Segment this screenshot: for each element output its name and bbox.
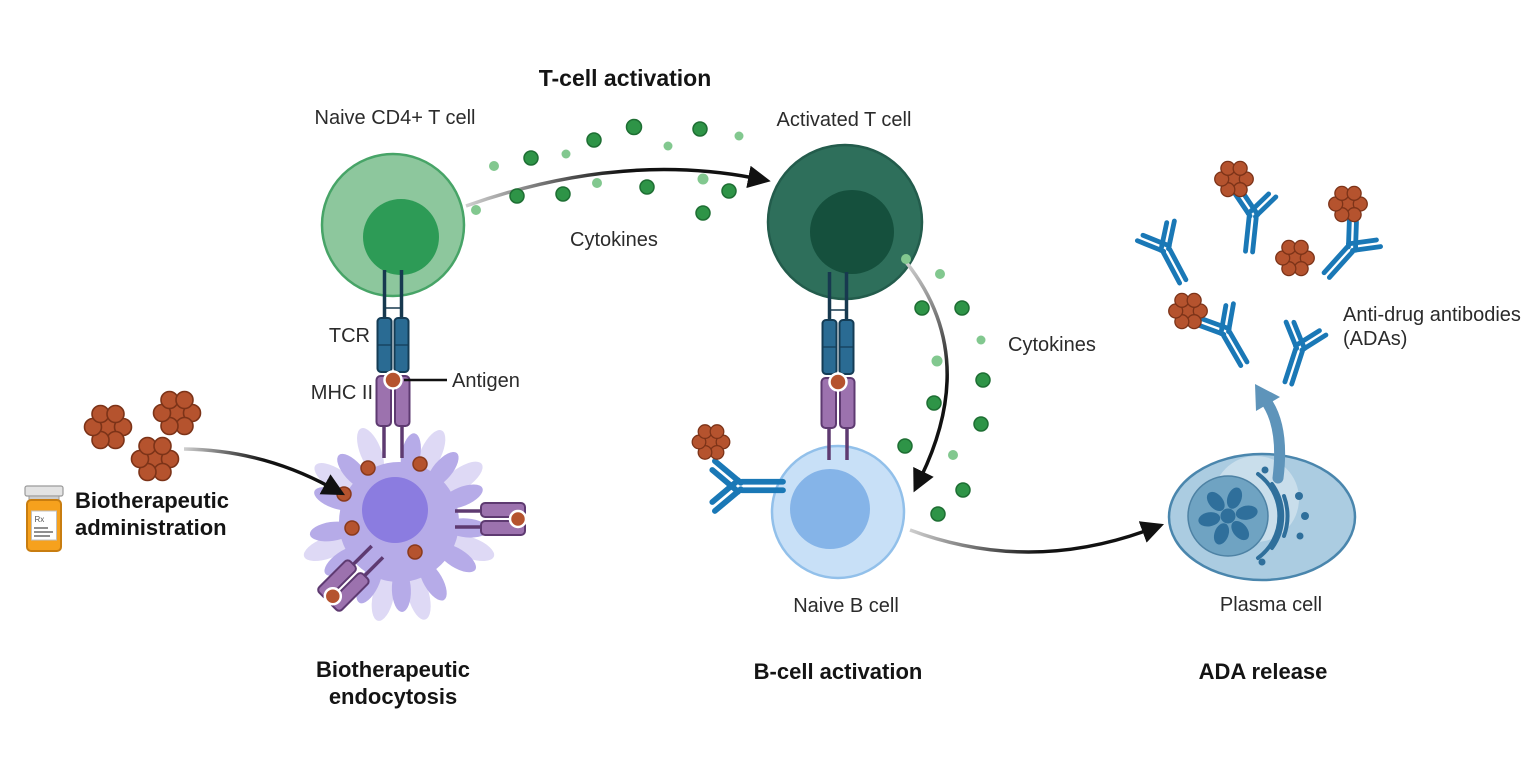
arrow-ada-secretion (1255, 384, 1286, 484)
diagram-title: T-cell activation (538, 65, 712, 91)
label-cytokines-right: Cytokines (1008, 334, 1096, 356)
label-cytokines-top: Cytokines (570, 229, 658, 251)
cytokines-top (471, 118, 744, 221)
tcr-mhc-complex-left (374, 268, 412, 460)
ada-antibodies (1135, 160, 1383, 389)
dendritic-cell (303, 428, 528, 621)
label-anti-drug-antibodies: Anti-drug antibodies (ADAs) (1343, 304, 1521, 351)
label-activated-t-cell: Activated T cell (776, 109, 912, 131)
label-biotherapeutic-endocytosis: Biotherapeutic endocytosis (315, 657, 471, 710)
label-naive-cd4-t-cell: Naive CD4+ T cell (314, 107, 476, 129)
plasma-nucleus-wheel (1198, 487, 1258, 545)
activated-t-cell (766, 143, 924, 301)
er-dots (1258, 466, 1309, 566)
arrow-differentiation (909, 521, 1165, 554)
naive-b-cell (770, 444, 906, 580)
endoplasmic-reticulum (1256, 472, 1290, 560)
naive-cd4-t-cell (320, 152, 466, 298)
b-cell-receptor (691, 424, 783, 511)
label-biotherapeutic-administration: Biotherapeutic administration (75, 488, 230, 541)
plasma-cell (1167, 384, 1357, 582)
label-ada-release: ADA release (1198, 659, 1328, 684)
label-antigen: Antigen (452, 370, 520, 392)
biotherapeutic-clusters (83, 390, 202, 482)
label-plasma-cell: Plasma cell (1219, 594, 1323, 616)
tcr-mhc-complex-right (819, 270, 857, 462)
cytokines-right (897, 254, 991, 522)
label-mhc2: MHC II (310, 382, 373, 404)
label-naive-b-cell: Naive B cell (793, 595, 899, 617)
label-tcr: TCR (328, 325, 370, 347)
arrow-t-activation (465, 165, 771, 208)
bottle-rx-label: Rx (35, 515, 45, 524)
pill-bottle-icon: Rx (24, 485, 64, 552)
label-b-cell-activation: B-cell activation (753, 659, 923, 684)
arrow-administration (183, 447, 345, 496)
arrow-cytokines-to-b-cell (904, 260, 949, 493)
